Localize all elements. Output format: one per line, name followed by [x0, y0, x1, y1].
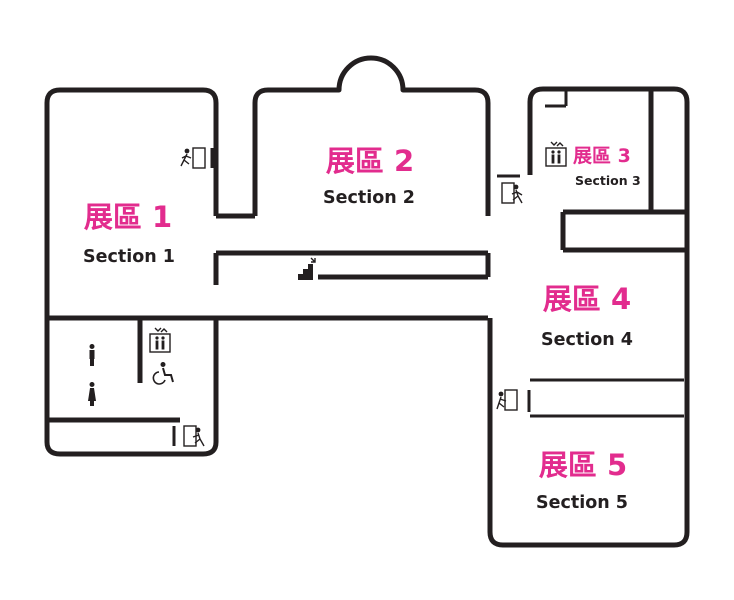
section-1-title-zh: 展區 1 — [84, 200, 172, 234]
elevator-icon — [545, 141, 567, 167]
walls — [44, 55, 690, 548]
section-4-title-en: Section 4 — [541, 330, 633, 350]
section-2-title-zh: 展區 2 — [326, 144, 414, 178]
section-4-title-zh: 展區 4 — [543, 282, 631, 316]
emergency-exit-icon — [172, 425, 205, 447]
section-3-title-zh: 展區 3 — [573, 145, 631, 167]
section-1-title-en: Section 1 — [83, 247, 175, 267]
section-1-label: 展區 1 Section 1 — [83, 200, 175, 267]
section-5-title-en: Section 5 — [536, 493, 628, 513]
accessible-restroom-icon — [152, 362, 174, 385]
emergency-exit-icon — [496, 389, 531, 412]
emergency-exit-icon — [180, 147, 214, 169]
emergency-exit-icon — [501, 182, 523, 204]
female-restroom-icon — [88, 382, 96, 406]
section-4-label: 展區 4 Section 4 — [541, 282, 633, 350]
wall-section-3-4-5 — [487, 86, 690, 548]
wall-section-2 — [252, 55, 491, 216]
section-3-title-en: Section 3 — [575, 173, 641, 188]
section-5-label: 展區 5 Section 5 — [536, 448, 628, 513]
staircase-icon — [298, 257, 316, 280]
section-5-title-zh: 展區 5 — [539, 448, 627, 482]
wall-section-1 — [44, 87, 219, 457]
male-restroom-icon — [89, 344, 95, 366]
section-3-label: 展區 3 Section 3 — [573, 145, 641, 188]
section-2-title-en: Section 2 — [323, 188, 415, 208]
section-2-label: 展區 2 Section 2 — [323, 144, 415, 208]
elevator-icon — [149, 327, 171, 353]
